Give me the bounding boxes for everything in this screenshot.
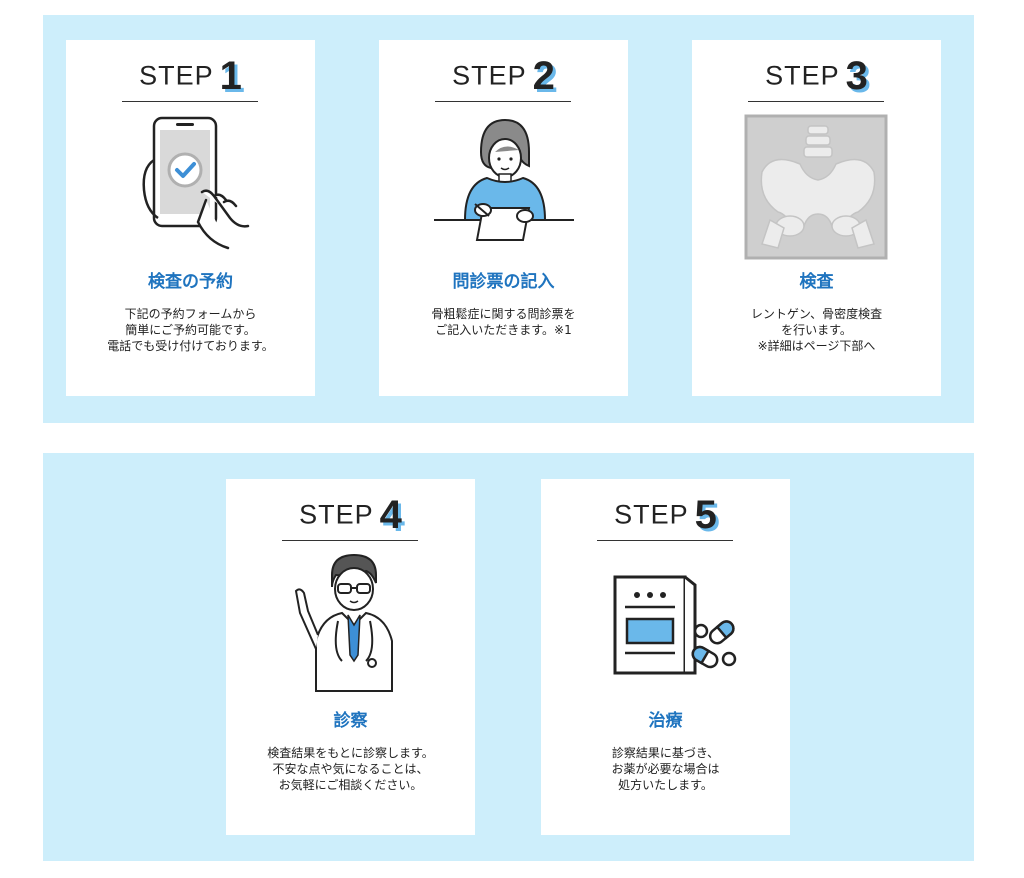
step-description: レントゲン、骨密度検査 を行います。 ※詳細はページ下部へ: [750, 307, 883, 353]
woman-writing-icon: [433, 118, 574, 241]
step-description: 下記の予約フォームから 簡単にご予約可能です。 電話でも受け付けております。: [107, 307, 274, 353]
step-title: 問診票の記入: [452, 272, 555, 292]
step-divider: [748, 101, 884, 102]
step-number: 3: [845, 53, 868, 98]
xray-pelvis-icon: [744, 114, 887, 260]
step-label: STEP: [139, 60, 214, 91]
step-title: 治療: [648, 711, 683, 731]
step-divider: [435, 101, 571, 102]
step-number: 2: [532, 53, 555, 98]
medicine-pills-icon: [613, 575, 736, 675]
step-number: 5: [694, 492, 717, 537]
doctor-icon: [294, 553, 393, 692]
step-divider: [282, 540, 418, 541]
steps-row-2: [43, 453, 974, 861]
step-title: 検査: [799, 272, 834, 292]
step-description: 検査結果をもとに診察します。 不安な点や気になることは、 お気軽にご相談ください…: [267, 746, 434, 792]
step-label: STEP: [765, 60, 840, 91]
step-title: 検査の予約: [148, 272, 233, 292]
step-label: STEP: [452, 60, 527, 91]
step-description: 骨粗鬆症に関する問診票を ご記入いただきます。※1: [431, 307, 576, 337]
step-title: 診察: [333, 711, 368, 731]
step-number: 1: [219, 53, 242, 98]
step-divider: [597, 540, 733, 541]
step-label: STEP: [614, 499, 689, 530]
smartphone-check-icon: [141, 116, 249, 250]
step-divider: [122, 101, 258, 102]
step-description: 診察結果に基づき、 お薬が必要な場合は 処方いたします。: [611, 746, 720, 792]
step-number: 4: [379, 492, 402, 537]
step-label: STEP: [299, 499, 374, 530]
